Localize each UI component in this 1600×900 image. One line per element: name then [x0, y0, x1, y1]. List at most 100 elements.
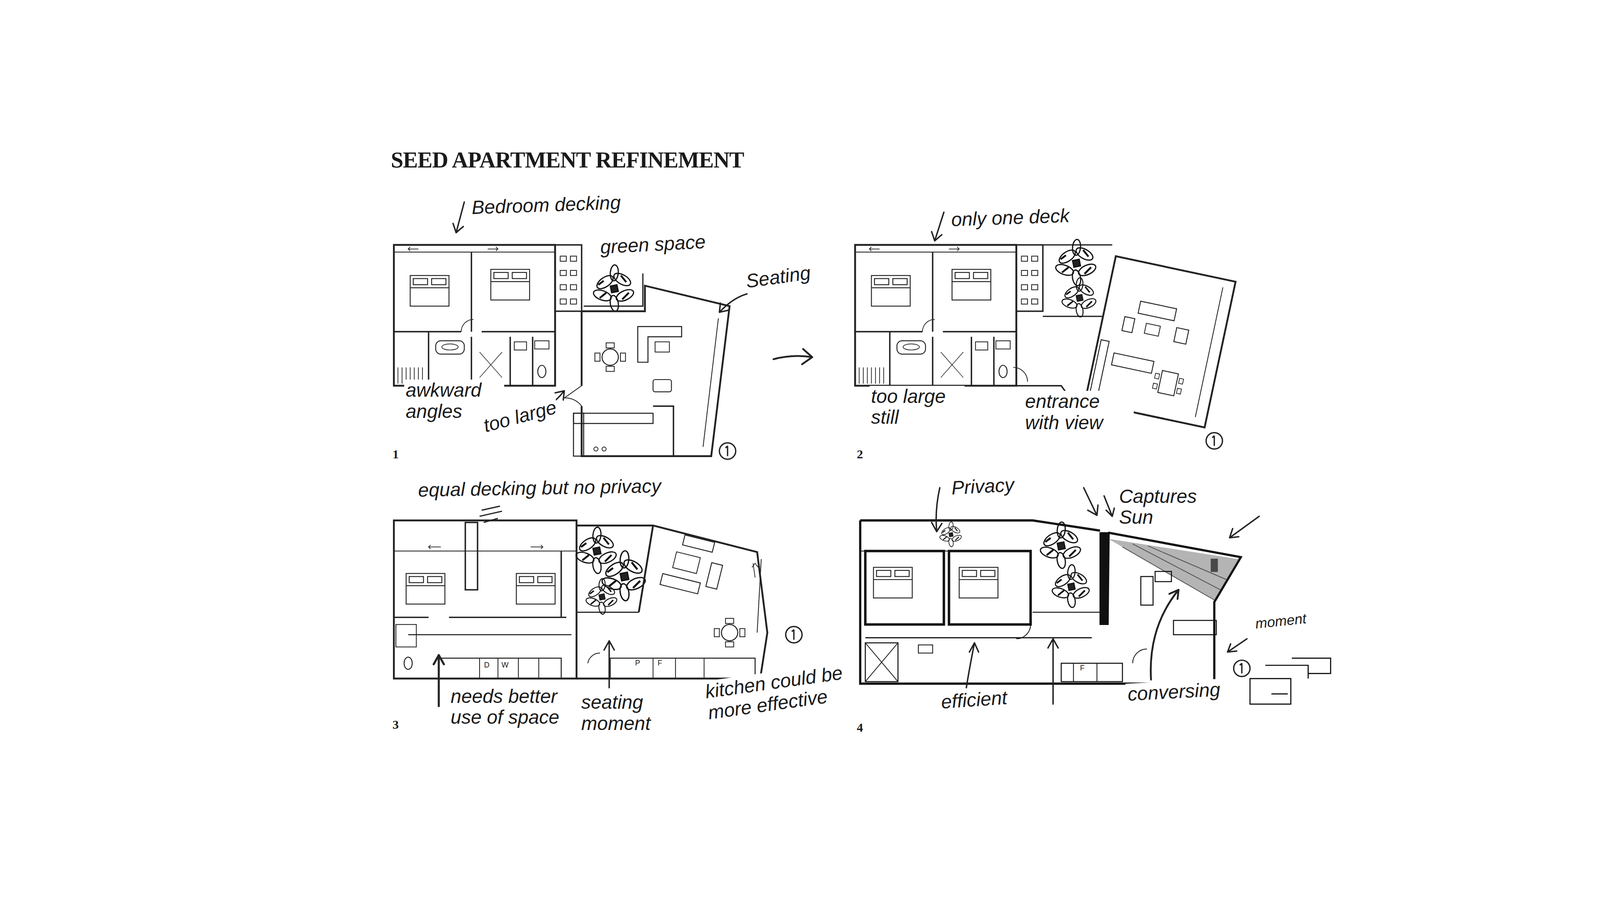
annotation-arrows — [773, 349, 813, 365]
plan-three — [393, 506, 803, 679]
plan-one — [655, 341, 670, 352]
cabinet-label: F — [1079, 664, 1085, 673]
plan-one — [393, 245, 582, 386]
annotation: kitchen could be more effective — [702, 661, 853, 724]
plan-three — [740, 628, 745, 638]
plan-number: 1 — [390, 447, 401, 461]
plan-one — [719, 442, 736, 460]
plan-four — [860, 520, 1331, 705]
cabinet-label: F — [657, 659, 663, 668]
plan-two — [1111, 352, 1155, 374]
plan-three — [393, 520, 577, 679]
annotation: needs better use of space — [449, 685, 575, 728]
annotation-arrows — [1083, 487, 1098, 516]
plan-four — [860, 520, 1215, 684]
plan-four — [1250, 658, 1331, 705]
plan-two — [1152, 383, 1158, 390]
plan-two — [1206, 432, 1223, 449]
plan-three — [395, 624, 417, 648]
plan-one — [581, 285, 730, 457]
plan-one — [637, 326, 682, 363]
plan-two — [1195, 287, 1223, 418]
plan-three — [404, 657, 413, 670]
plan-four — [1016, 624, 1031, 639]
plan-two — [1089, 339, 1110, 397]
plan-three — [725, 618, 734, 624]
plan-three — [393, 550, 567, 618]
annotation: only one deck — [949, 205, 1072, 231]
plan-number: 4 — [855, 720, 865, 735]
annotation-arrows — [1104, 495, 1115, 517]
annotation: conversing — [1125, 678, 1223, 705]
plan-two — [1157, 370, 1179, 396]
plan-four — [959, 567, 998, 598]
plan-three — [660, 532, 728, 599]
plan-one — [606, 366, 615, 372]
plan-three — [479, 506, 503, 523]
plan-one — [652, 379, 672, 392]
plan-two — [855, 239, 1236, 450]
plan-one — [564, 385, 582, 407]
plan-one — [393, 245, 736, 460]
annotation: Seating — [742, 262, 814, 293]
plan-one — [602, 447, 607, 452]
plan-three — [479, 658, 539, 679]
annotation-arrows — [1229, 516, 1260, 538]
plan-four — [1108, 538, 1239, 600]
plan-one — [592, 264, 636, 313]
plan-three — [757, 559, 762, 633]
plan-four — [1233, 660, 1250, 677]
plan-two — [1154, 373, 1160, 380]
plan-three — [725, 641, 734, 647]
annotation-arrows — [1227, 638, 1248, 653]
plan-four — [865, 637, 1093, 639]
annotation: seating moment — [579, 691, 685, 734]
plan-four — [1132, 649, 1147, 664]
plan-four — [949, 550, 1031, 625]
annotation: moment — [1252, 610, 1309, 632]
plan-three — [516, 573, 555, 604]
plan-two — [1122, 316, 1135, 333]
plan-one — [652, 406, 674, 457]
plan-four — [918, 645, 933, 654]
plan-three — [652, 658, 704, 679]
plan-one — [593, 447, 598, 452]
plan-two — [1138, 301, 1177, 321]
plan-three — [393, 550, 577, 552]
plan-four — [873, 567, 913, 598]
plan-two — [1173, 327, 1189, 345]
plan-three — [428, 545, 543, 550]
plan-four — [1155, 571, 1172, 582]
plan-number: 3 — [390, 717, 401, 732]
plan-one — [602, 349, 619, 366]
plan-four — [1108, 532, 1241, 684]
plan-three — [705, 562, 723, 590]
plan-three — [406, 573, 445, 604]
plan-four — [865, 642, 898, 682]
annotation-arrows — [604, 640, 615, 688]
cabinet-label: D — [483, 661, 490, 670]
plan-two — [1178, 378, 1184, 385]
plan-two — [1176, 388, 1182, 395]
plan-three — [721, 624, 738, 641]
annotation-arrows — [719, 293, 748, 313]
annotation: entrance with view — [1023, 390, 1134, 433]
plan-three — [587, 652, 600, 663]
plan-two — [1060, 277, 1098, 318]
plan-three — [752, 563, 759, 578]
annotation: Bedroom decking — [469, 191, 623, 218]
plan-one — [606, 342, 615, 348]
plan-four — [1073, 663, 1097, 682]
annotation: equal decking but no privacy — [416, 475, 663, 501]
annotation-arrows — [1150, 590, 1179, 680]
plan-three — [660, 573, 701, 595]
plan-three — [576, 611, 639, 613]
plan-three — [682, 535, 715, 553]
annotation-arrows — [452, 202, 465, 233]
annotation-arrows — [433, 202, 1260, 707]
plan-three — [714, 628, 720, 638]
plan-number: 2 — [855, 447, 865, 461]
